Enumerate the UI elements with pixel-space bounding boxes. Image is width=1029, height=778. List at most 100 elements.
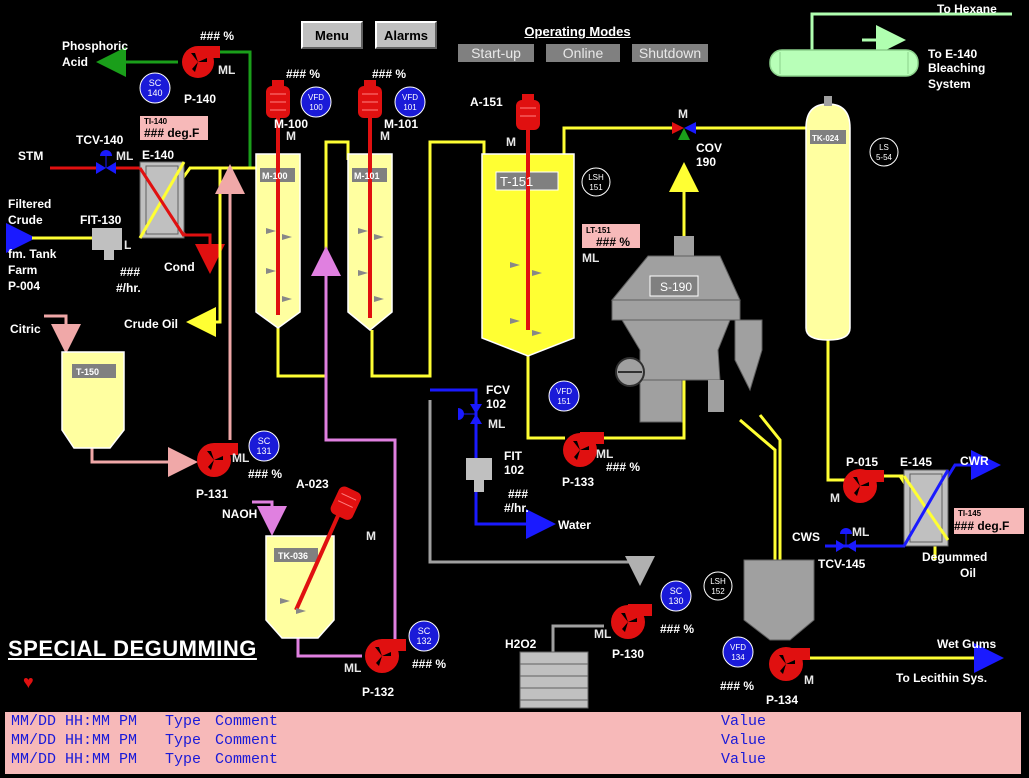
tag-p015: P-015 <box>846 455 878 469</box>
separator-s190[interactable] <box>610 236 763 423</box>
svg-text:134: 134 <box>731 653 745 662</box>
readout-fit102-1: ### <box>508 487 528 501</box>
instrument-lsh151[interactable]: LSH 151 <box>581 167 611 197</box>
pipe-crude-oil <box>186 168 222 337</box>
instrument-sc130[interactable]: SC 130 <box>660 580 692 612</box>
tank-t150[interactable] <box>61 351 125 449</box>
pipe-s190-down-2 <box>758 414 782 560</box>
menu-button[interactable]: Menu <box>301 21 363 49</box>
pipe-citric <box>44 314 81 354</box>
indicator-ti145[interactable]: TI-145 ### deg.F <box>954 508 1024 534</box>
svg-text:100: 100 <box>309 103 323 112</box>
exchanger-e145[interactable] <box>902 469 950 547</box>
pipe-water-fcv <box>430 388 478 470</box>
label-p004: P-004 <box>8 279 40 293</box>
readout-p134: ### % <box>720 679 754 693</box>
mode-shutdown-button[interactable]: Shutdown <box>632 44 708 62</box>
svg-text:LS: LS <box>879 143 889 152</box>
instrument-vfd151[interactable]: VFD 151 <box>548 380 580 412</box>
indicator-ti140[interactable]: TI-140 ### deg.F <box>140 116 208 140</box>
valve-fcv102[interactable] <box>458 404 482 424</box>
svg-text:### deg.F: ### deg.F <box>144 126 199 140</box>
tag-p133: P-133 <box>562 475 594 489</box>
pump-p130[interactable] <box>611 604 652 639</box>
instrument-ls554[interactable]: LS 5-54 <box>869 137 899 167</box>
m-m100: M <box>286 129 296 143</box>
log-datetime: MM/DD HH:MM PM <box>11 751 138 768</box>
svg-text:SC: SC <box>418 626 431 636</box>
pipe-m101-to-t151 <box>370 140 486 378</box>
tank-label-m100: M-100 <box>262 171 288 181</box>
svg-text:152: 152 <box>711 587 725 596</box>
pump-p132[interactable] <box>365 639 406 673</box>
tank-tk024[interactable] <box>805 96 851 341</box>
label-stm: STM <box>18 149 43 163</box>
pipe-tk036-out <box>296 638 362 658</box>
instrument-sc140[interactable]: SC 140 <box>139 72 171 104</box>
gum-hopper <box>743 559 815 641</box>
tank-tk036[interactable] <box>265 499 347 639</box>
valve-cov190[interactable] <box>672 122 696 140</box>
pipe-s190-down <box>739 418 777 560</box>
tag-a023: A-023 <box>296 477 329 491</box>
svg-text:LSH: LSH <box>710 577 726 586</box>
pump-p133[interactable] <box>563 432 604 467</box>
svg-text:LT-151: LT-151 <box>586 226 611 235</box>
tag-fcv102-2: 102 <box>486 397 506 411</box>
instrument-vfd100[interactable]: VFD 100 <box>300 86 332 118</box>
instrument-sc131[interactable]: SC 131 <box>248 430 280 462</box>
readout-p131: ### % <box>248 467 282 481</box>
tag-m101: M-101 <box>384 117 418 131</box>
indicator-lt151[interactable]: LT-151 ### % <box>582 224 640 249</box>
mode-startup-button[interactable]: Start-up <box>458 44 534 62</box>
log-type: Type <box>165 751 202 768</box>
valve-tcv140[interactable] <box>96 150 116 174</box>
alarms-button[interactable]: Alarms <box>375 21 437 49</box>
svg-text:TI-145: TI-145 <box>958 509 982 518</box>
log-value: Value <box>721 751 767 768</box>
tag-p130: P-130 <box>612 647 644 661</box>
tank-label-t151: T-151 <box>500 174 533 189</box>
tank-label-s190: S-190 <box>660 280 692 294</box>
tag-e145: E-145 <box>900 455 932 469</box>
pipe-t151-top <box>562 126 676 160</box>
instrument-vfd134[interactable]: VFD 134 <box>722 636 754 668</box>
tank-label-tk036: TK-036 <box>278 551 308 561</box>
motor-m100[interactable] <box>266 80 290 118</box>
readout-fit130-1: ### <box>120 265 140 279</box>
motor-a023[interactable] <box>329 485 363 522</box>
instrument-sc132[interactable]: SC 132 <box>408 620 440 652</box>
ml-p133: ML <box>596 447 613 461</box>
event-log[interactable]: MM/DD HH:MM PM Type Comment Value MM/DD … <box>5 712 1021 774</box>
label-to-e140: To E-140 <box>928 47 977 61</box>
pump-p015[interactable] <box>843 469 884 503</box>
valve-tcv145[interactable] <box>836 528 856 552</box>
mode-online-button[interactable]: Online <box>546 44 620 62</box>
motor-m101[interactable] <box>358 80 382 118</box>
pump-p140[interactable] <box>182 46 220 78</box>
page-title: SPECIAL DEGUMMING <box>8 636 257 661</box>
label-filtered: Filtered <box>8 197 51 211</box>
label-to-lecithin: To Lecithin Sys. <box>896 671 987 685</box>
tank-m100[interactable] <box>255 100 301 329</box>
svg-text:130: 130 <box>668 596 683 606</box>
log-row[interactable]: MM/DD HH:MM PM Type Comment Value <box>5 712 1021 731</box>
operating-modes-title: Operating Modes <box>524 24 631 39</box>
pipe-p132-out <box>311 246 397 640</box>
pump-p134[interactable] <box>769 647 810 681</box>
svg-text:VFD: VFD <box>556 387 572 396</box>
svg-text:VFD: VFD <box>730 643 746 652</box>
label-farm: Farm <box>8 263 37 277</box>
motor-a151[interactable] <box>516 94 540 130</box>
label-crude-oil: Crude Oil <box>124 317 178 331</box>
tank-m101[interactable] <box>347 100 393 331</box>
svg-text:SC: SC <box>258 436 271 446</box>
pump-p131[interactable] <box>197 443 238 477</box>
tank-t151[interactable] <box>481 110 575 357</box>
exchanger-e140[interactable] <box>138 161 186 239</box>
label-acid: Acid <box>62 55 88 69</box>
log-row[interactable]: MM/DD HH:MM PM Type Comment Value <box>5 731 1021 750</box>
instrument-vfd101[interactable]: VFD 101 <box>394 86 426 118</box>
log-row[interactable]: MM/DD HH:MM PM Type Comment Value <box>5 750 1021 769</box>
instrument-lsh152[interactable]: LSH 152 <box>703 571 733 601</box>
